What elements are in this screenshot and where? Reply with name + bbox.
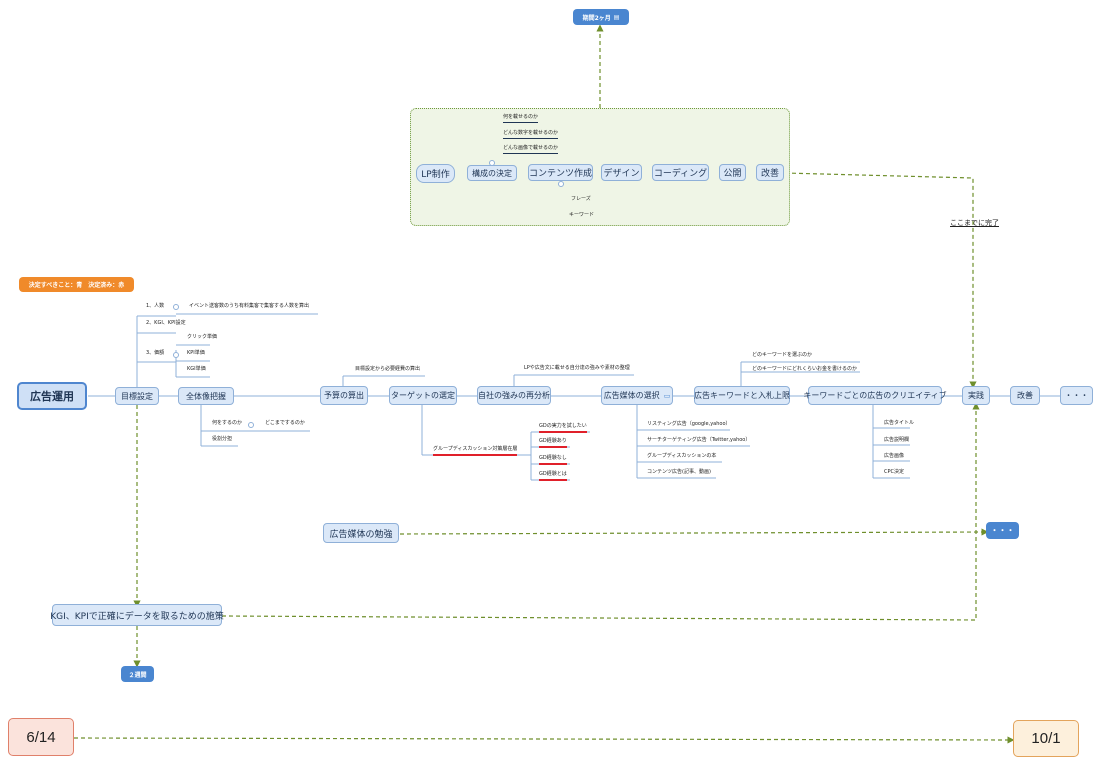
strength-sub: LPや広告文に載せる自分達の強みや素材の整理 bbox=[524, 365, 630, 371]
goal-kgi: 2、KGI、KPI設定 bbox=[146, 320, 186, 326]
goal-unit: 3、価額 bbox=[146, 350, 165, 356]
overview-sub-3: 役割分担 bbox=[212, 436, 233, 442]
root-node[interactable]: 広告運用 bbox=[17, 382, 87, 410]
end-date-box: 10/1 bbox=[1013, 720, 1079, 757]
overview-sub-1: 何をするのか bbox=[212, 420, 243, 426]
media-sub-2: サーチターゲティング広告（Twitter,yahoo） bbox=[647, 437, 751, 443]
strength-node[interactable]: 自社の強みの再分析 bbox=[477, 386, 551, 405]
creative-sub-1: 広告タイトル bbox=[884, 420, 915, 426]
done-note: ここまでに完了 bbox=[950, 219, 999, 227]
overview-sub-2: どこまでするのか bbox=[265, 420, 305, 426]
structure-sub-3: どんな画像で載せるのか bbox=[503, 145, 559, 154]
lp-improve-node[interactable]: 改善 bbox=[756, 164, 784, 181]
media-sub-1: リスティング広告（google,yahoo） bbox=[647, 421, 731, 427]
creative-sub-2: 広告説明欄 bbox=[884, 437, 910, 443]
media-label: 広告媒体の選択 bbox=[603, 391, 660, 400]
document-icon: ▤ bbox=[613, 13, 620, 21]
unit-item-1: クリック単価 bbox=[187, 334, 218, 340]
creative-node[interactable]: キーワードごとの広告のクリエイティブ bbox=[803, 386, 947, 405]
collapse-circle-icon[interactable] bbox=[489, 160, 495, 166]
kgi-measure-node[interactable]: KGI、KPIで正確にデータを取るための施策 bbox=[50, 604, 224, 626]
keyword-node[interactable]: 広告キーワードと入札上限 bbox=[694, 386, 790, 405]
target-sub-main: グループディスカッション対策層在層 bbox=[433, 446, 518, 456]
goal-node[interactable]: 目標設定 bbox=[115, 387, 159, 405]
target-sub-2: GD経験あり bbox=[539, 438, 567, 448]
target-sub-1: GDの実力を試したい bbox=[539, 423, 587, 433]
media-node[interactable]: 広告媒体の選択 ▭ bbox=[601, 386, 673, 405]
collapse-circle-icon[interactable] bbox=[558, 181, 564, 187]
collapse-circle-icon[interactable] bbox=[173, 304, 179, 310]
design-node[interactable]: デザイン bbox=[601, 164, 642, 181]
lp-node[interactable]: LP制作 bbox=[416, 164, 455, 183]
content-sub-2: キーワード bbox=[569, 212, 595, 218]
creative-sub-4: CPC決定 bbox=[884, 469, 904, 475]
more-node[interactable]: ・・・ bbox=[1060, 386, 1093, 405]
budget-node[interactable]: 予算の算出 bbox=[320, 386, 368, 405]
budget-sub: 目標設定から必要経費の算出 bbox=[355, 366, 421, 372]
goal-people: 1、人数 bbox=[146, 303, 165, 309]
coding-node[interactable]: コーディング bbox=[652, 164, 709, 181]
goal-people-detail: イベント送客数のうち有料集客で集客する人数を算出 bbox=[189, 303, 310, 309]
unit-item-3: KGI単価 bbox=[187, 366, 206, 372]
structure-sub-2: どんな数字を載せるのか bbox=[503, 130, 559, 139]
practice-node[interactable]: 実践 bbox=[962, 386, 990, 405]
period-top-label: 期間2ヶ月 bbox=[582, 14, 611, 22]
start-date-box: 6/14 bbox=[8, 718, 74, 756]
publish-node[interactable]: 公開 bbox=[719, 164, 746, 181]
overview-node[interactable]: 全体像把握 bbox=[178, 387, 234, 405]
keyword-sub-1: どのキーワードを選ぶのか bbox=[752, 352, 813, 358]
structure-node[interactable]: 構成の決定 bbox=[467, 165, 517, 181]
unit-item-2: KPI単価 bbox=[187, 350, 205, 356]
comment-icon: ▭ bbox=[663, 391, 671, 400]
media-sub-4: コンテンツ広告(記事、動画) bbox=[647, 469, 711, 475]
content-sub-1: フレーズ bbox=[571, 196, 591, 202]
two-weeks-badge: ２週間 bbox=[121, 666, 154, 682]
main-improve-node[interactable]: 改善 bbox=[1010, 386, 1040, 405]
target-node[interactable]: ターゲットの選定 bbox=[389, 386, 457, 405]
media-sub-3: グループディスカッションの本 bbox=[647, 453, 717, 459]
study-node[interactable]: 広告媒体の勉強 bbox=[323, 523, 399, 543]
collapse-circle-icon[interactable] bbox=[173, 352, 179, 358]
structure-sub-1: 何を載せるのか bbox=[503, 114, 539, 123]
content-node[interactable]: コンテンツ作成 bbox=[528, 164, 593, 181]
legend-note: 決定すべきこと：青 決定済み：赤 bbox=[19, 277, 134, 292]
creative-sub-3: 広告画像 bbox=[884, 453, 905, 459]
period-top-badge: 期間2ヶ月 ▤ bbox=[573, 9, 629, 25]
keyword-sub-2: どのキーワードにどれくらいお金を書けるのか bbox=[752, 366, 858, 372]
target-sub-3: GD経験なし bbox=[539, 455, 567, 465]
target-sub-4: GD経験とは bbox=[539, 471, 567, 481]
collapse-circle-icon[interactable] bbox=[248, 422, 254, 428]
study-more-badge[interactable]: ・・・ bbox=[986, 522, 1019, 539]
